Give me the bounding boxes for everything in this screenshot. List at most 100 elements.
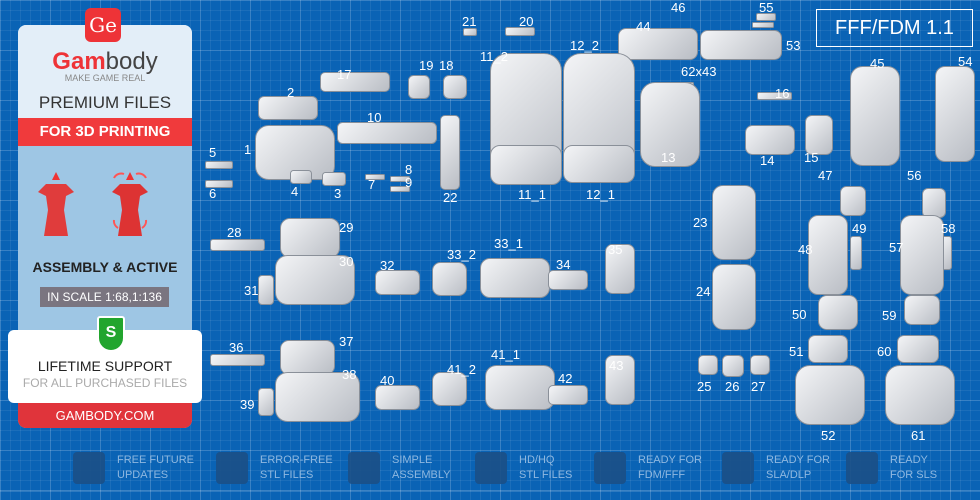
rotate-figure-icon bbox=[112, 172, 148, 236]
brand-name: Gambody bbox=[52, 48, 158, 75]
model-part bbox=[432, 262, 467, 296]
part-number-label: 33_2 bbox=[447, 247, 476, 262]
part-number-label: 43 bbox=[609, 358, 624, 373]
model-part bbox=[698, 355, 718, 375]
part-number-label: 48 bbox=[798, 242, 813, 257]
part-number-label: 61 bbox=[911, 428, 926, 443]
part-number-label: 21 bbox=[462, 14, 477, 29]
model-part bbox=[850, 66, 900, 166]
model-part bbox=[432, 372, 467, 406]
model-part bbox=[463, 28, 477, 36]
model-part bbox=[850, 236, 862, 270]
part-number-label: 60 bbox=[877, 344, 892, 359]
feature-item: READY FOR FDM/FFF bbox=[594, 450, 702, 486]
model-part bbox=[337, 122, 437, 144]
model-part bbox=[408, 75, 430, 99]
feature-line-1: READY FOR bbox=[638, 454, 702, 466]
fdm-printer-icon bbox=[594, 452, 626, 484]
model-part bbox=[390, 186, 410, 192]
part-number-label: 55 bbox=[759, 0, 774, 15]
feature-item: ERROR-FREE STL FILES bbox=[216, 450, 333, 486]
support-box: S LIFETIME SUPPORT FOR ALL PURCHASED FIL… bbox=[8, 316, 202, 403]
model-part bbox=[712, 185, 756, 260]
part-number-label: 32 bbox=[380, 258, 395, 273]
feature-line-2: FDM/FFF bbox=[638, 469, 686, 481]
model-part bbox=[722, 355, 744, 377]
model-part bbox=[440, 115, 460, 190]
scale-badge: IN SCALE 1:68,1:136 bbox=[40, 287, 169, 307]
model-part bbox=[745, 125, 795, 155]
part-number-label: 62x43 bbox=[681, 64, 717, 79]
model-part bbox=[490, 145, 562, 185]
part-number-label: 40 bbox=[380, 373, 395, 388]
feature-line-1: SIMPLE bbox=[392, 454, 433, 466]
feature-line-2: STL FILES bbox=[260, 469, 314, 481]
model-part bbox=[752, 22, 774, 28]
part-number-label: 2 bbox=[287, 85, 295, 100]
sls-printer-icon bbox=[846, 452, 878, 484]
feature-item: HD/HQ STL FILES bbox=[475, 450, 572, 486]
tagline: MAKE GAME REAL bbox=[64, 73, 146, 83]
part-number-label: 15 bbox=[804, 150, 819, 165]
support-subtitle: FOR ALL PURCHASED FILES bbox=[22, 376, 188, 390]
feature-line-2: STL FILES bbox=[519, 469, 573, 481]
site-link[interactable]: GAMBODY.COM bbox=[18, 403, 192, 428]
model-part bbox=[904, 295, 940, 325]
part-number-label: 26 bbox=[725, 379, 740, 394]
lifetime-support: LIFETIME SUPPORT bbox=[37, 358, 173, 374]
feature-line-2: ASSEMBLY bbox=[392, 469, 451, 481]
gambody-logo: Ge bbox=[85, 8, 121, 42]
model-part bbox=[818, 295, 858, 330]
part-number-label: 14 bbox=[760, 153, 775, 168]
part-number-label: 41_2 bbox=[447, 362, 476, 377]
part-number-label: 57 bbox=[889, 240, 904, 255]
part-number-label: 31 bbox=[244, 283, 259, 298]
part-number-label: 1 bbox=[244, 142, 252, 157]
sla-printer-icon bbox=[722, 452, 754, 484]
part-number-label: 23 bbox=[693, 215, 708, 230]
model-part bbox=[290, 170, 312, 184]
model-part bbox=[700, 30, 782, 60]
model-part bbox=[605, 244, 635, 294]
model-part bbox=[840, 186, 866, 216]
part-number-label: 35 bbox=[608, 242, 623, 257]
part-number-label: 5 bbox=[209, 145, 217, 160]
part-number-label: 22 bbox=[443, 190, 458, 205]
model-part bbox=[900, 215, 944, 295]
model-part bbox=[365, 174, 385, 180]
feature-line-2: SLA/DLP bbox=[766, 469, 812, 481]
part-number-label: 28 bbox=[227, 225, 242, 240]
file-check-icon bbox=[216, 452, 248, 484]
part-number-label: 24 bbox=[696, 284, 711, 299]
part-number-label: 38 bbox=[342, 367, 357, 382]
feature-line-1: ERROR-FREE bbox=[260, 454, 333, 466]
part-number-label: 27 bbox=[751, 379, 766, 394]
feature-line-2: FOR SLS bbox=[890, 469, 938, 481]
part-number-label: 10 bbox=[367, 110, 382, 125]
model-part bbox=[750, 355, 770, 375]
feature-item: SIMPLE ASSEMBLY bbox=[348, 450, 451, 486]
premium-files: PREMIUM FILES bbox=[38, 93, 172, 112]
refresh-icon bbox=[73, 452, 105, 484]
part-number-label: 49 bbox=[852, 221, 867, 236]
part-number-label: 46 bbox=[671, 0, 686, 15]
model-part bbox=[548, 385, 588, 405]
model-part bbox=[320, 72, 390, 92]
part-number-label: 25 bbox=[697, 379, 712, 394]
model-part bbox=[485, 365, 555, 410]
puzzle-icon bbox=[348, 452, 380, 484]
part-number-label: 11_2 bbox=[480, 49, 508, 64]
part-number-label: 12_1 bbox=[586, 187, 615, 202]
part-number-label: 7 bbox=[368, 177, 376, 192]
model-part bbox=[618, 28, 698, 60]
part-number-label: 3 bbox=[334, 186, 342, 201]
model-part bbox=[640, 82, 700, 167]
model-part bbox=[897, 335, 939, 363]
part-number-label: 39 bbox=[240, 397, 255, 412]
part-number-label: 58 bbox=[941, 221, 956, 236]
feature-line-1: HD/HQ bbox=[519, 454, 555, 466]
model-part bbox=[605, 355, 635, 405]
model-part bbox=[922, 188, 946, 218]
feature-line-1: FREE FUTURE bbox=[117, 454, 194, 466]
